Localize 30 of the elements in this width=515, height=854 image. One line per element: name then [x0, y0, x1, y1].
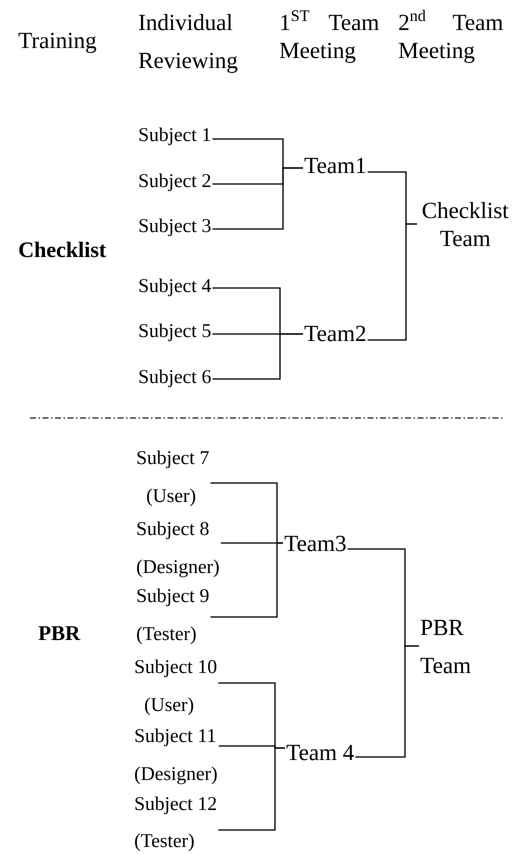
subject-label: Subject 3	[140, 218, 211, 236]
subject-label: Subject 11 (Designer)	[135, 728, 217, 784]
subject-label: Subject 8 (Designer)	[137, 522, 219, 578]
team-label: Team1	[304, 158, 366, 174]
connector-line	[210, 542, 283, 618]
connector-line	[368, 223, 417, 341]
connector-line	[212, 167, 303, 230]
team-label: Team 4	[286, 744, 354, 760]
subject-label: Subject 5	[140, 323, 211, 342]
subject-label: Subject 6	[140, 369, 211, 388]
team-label: Team2	[304, 326, 366, 342]
team-label: PBR Team	[420, 620, 471, 674]
row-label: PBR	[38, 626, 80, 640]
subject-label: Subject 4	[140, 278, 212, 296]
connector-line	[218, 747, 285, 831]
connector-line	[212, 333, 303, 380]
column-heading: Individual Reviewing	[138, 14, 238, 73]
team-label: Checklist Team	[422, 202, 509, 246]
column-heading: 2$^{nd}$ Team Meeting	[398, 10, 503, 63]
subject-label: Subject 10 (User)	[136, 660, 216, 716]
subject-label: Subject 12 (Tester)	[135, 796, 216, 852]
subject-label: Subject 9 (Tester)	[137, 588, 209, 644]
column-heading: Training	[18, 32, 96, 53]
subject-label: Subject 1	[140, 127, 210, 146]
subject-label: Subject 7 (User)	[138, 450, 209, 506]
connector-line	[355, 645, 419, 758]
column-heading: 1$^{ST}$ Team Meeting	[280, 10, 379, 63]
subject-label: Subject 2	[140, 173, 210, 192]
team-label: Team3	[284, 536, 346, 552]
row-label: Checklist	[19, 242, 106, 258]
